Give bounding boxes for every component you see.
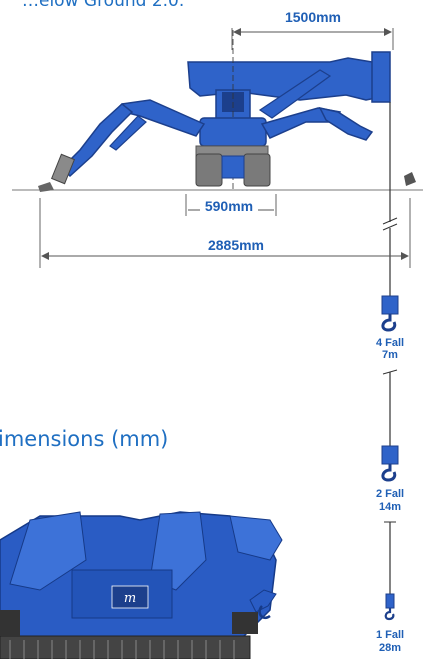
- hoist-rope: [382, 102, 398, 296]
- fall-1-line2: 28m: [379, 642, 401, 654]
- boom-offset-dimension: 1500mm: [231, 9, 394, 50]
- track-width-label: 590mm: [205, 198, 253, 214]
- fall-2-line2: 14m: [379, 501, 401, 513]
- crane-front-view: [38, 30, 416, 192]
- fall-2-line1: 2 Fall: [376, 488, 404, 500]
- top-heading: …elow Ground 2.0.: [22, 0, 184, 11]
- fall-4-line2: 7m: [382, 349, 398, 361]
- outrigger-span-label: 2885mm: [208, 237, 264, 253]
- section-heading: imensions (mm): [0, 427, 168, 451]
- outrigger-span-dimension: 2885mm: [39, 198, 411, 268]
- track-width-dimension: 590mm: [185, 194, 277, 216]
- brand-mark: m: [124, 591, 136, 606]
- hook-1-fall: 1 Fall 28m: [376, 593, 404, 654]
- boom-offset-label: 1500mm: [285, 9, 341, 25]
- hook-2-fall: 2 Fall 14m: [376, 445, 404, 513]
- crane-3d-render: m: [0, 511, 283, 659]
- fall-1-line1: 1 Fall: [376, 629, 404, 641]
- fall-4-line1: 4 Fall: [376, 337, 404, 349]
- hook-4-fall: 4 Fall 7m: [376, 295, 404, 361]
